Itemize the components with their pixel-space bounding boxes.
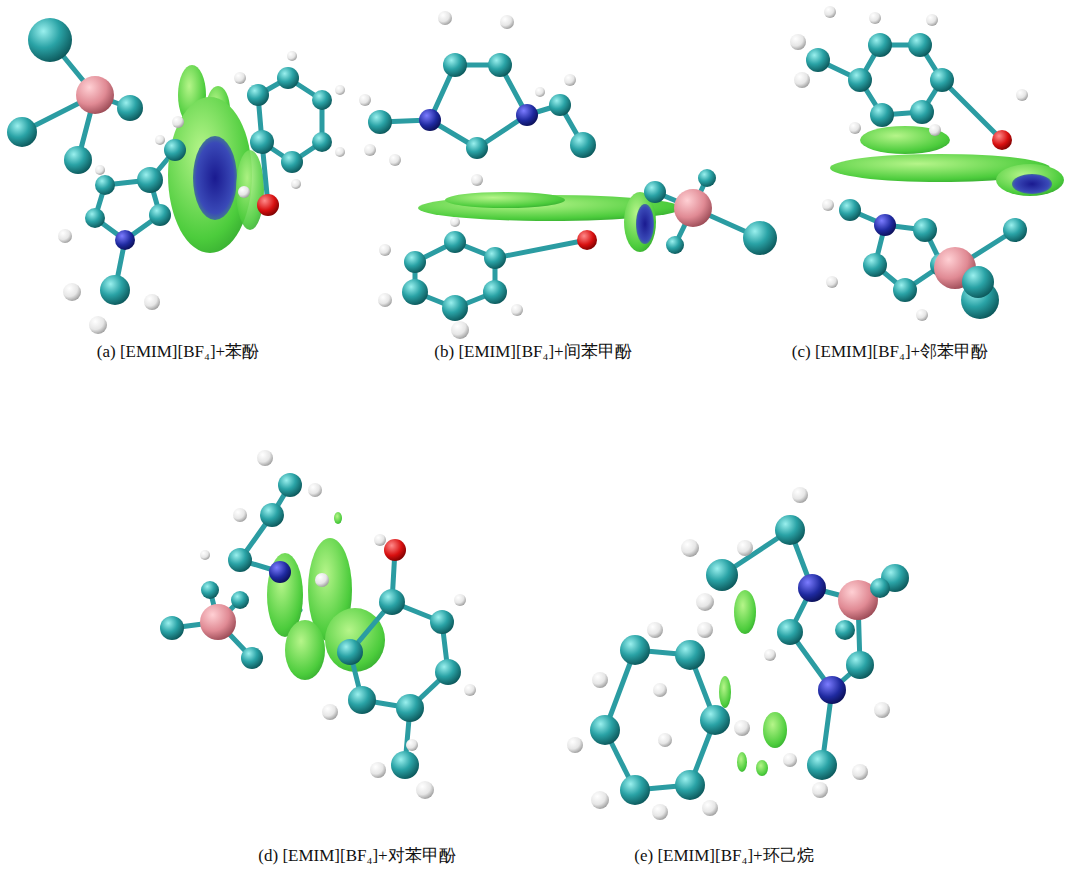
panel-caption: (e) [EMIM][BF₄]+环己烷	[634, 846, 813, 866]
molecule-panel-e	[567, 487, 909, 820]
molecule-panel-d	[160, 450, 476, 799]
panel-caption: (b) [EMIM][BF₄]+间苯甲酚	[434, 342, 631, 362]
panel-caption: (d) [EMIM][BF₄]+对苯甲酚	[258, 846, 455, 866]
molecule-panel-c	[790, 6, 1064, 321]
panel-caption: (c) [EMIM][BF₄]+邻苯甲酚	[792, 342, 988, 362]
panel-caption: (a) [EMIM][BF₄]+苯酚	[97, 342, 259, 362]
molecule-panel-a	[7, 18, 345, 334]
molecule-panel-b	[359, 11, 777, 339]
